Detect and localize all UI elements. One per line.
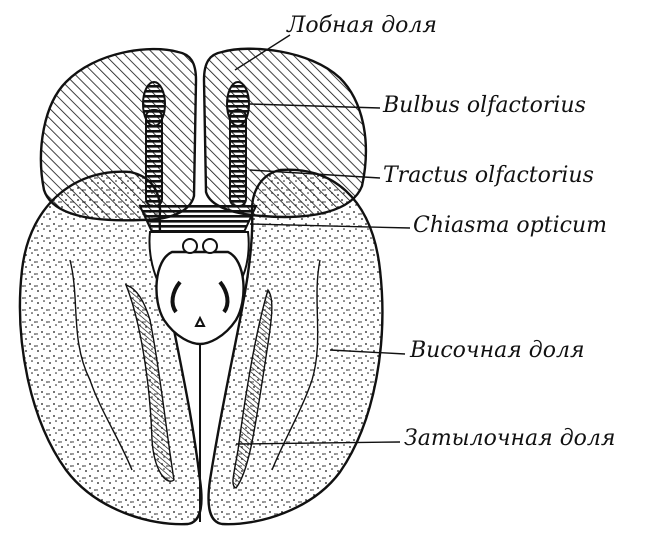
right-bulbus-olfactorius — [227, 82, 249, 126]
mammillary-body-right — [203, 239, 217, 253]
label-occipital-lobe: Затылочная доля — [404, 428, 615, 450]
label-chiasma-opticum: Chiasma opticum — [413, 215, 607, 237]
left-bulbus-olfactorius — [143, 82, 165, 126]
mammillary-body-left — [183, 239, 197, 253]
chiasma-opticum — [140, 206, 256, 232]
label-frontal-lobe: Лобная доля — [287, 15, 437, 37]
label-bulbus-olfactorius: Bulbus olfactorius — [383, 95, 586, 117]
label-temporal-lobe: Височная доля — [410, 340, 585, 362]
label-tractus-olfactorius: Tractus olfactorius — [383, 165, 594, 187]
